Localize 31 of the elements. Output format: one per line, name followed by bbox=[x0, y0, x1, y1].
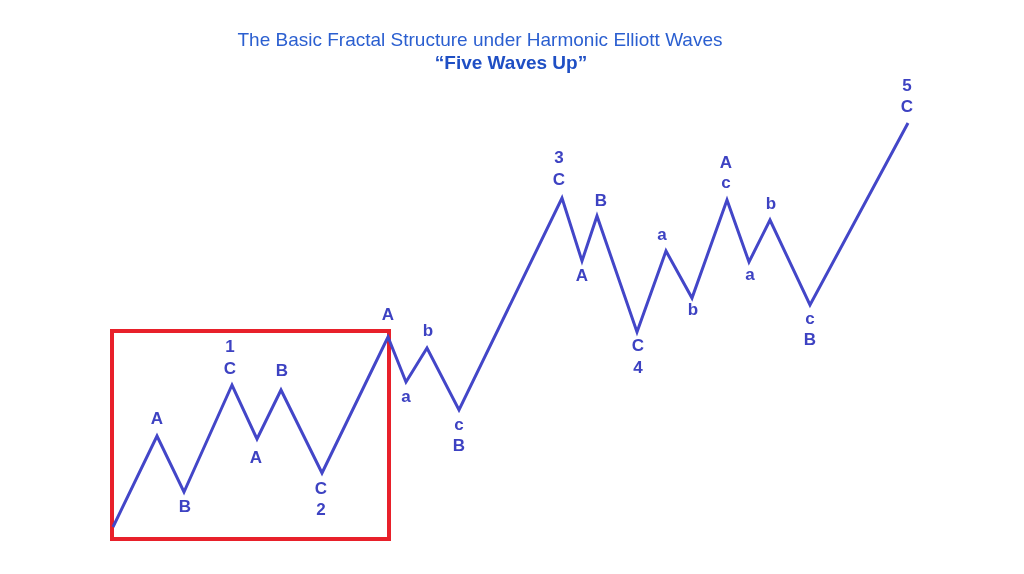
wave-label: B bbox=[452, 437, 466, 455]
wave-label: 2 bbox=[316, 501, 326, 519]
wave-label: A bbox=[381, 306, 395, 324]
wave-label: A bbox=[150, 410, 164, 428]
wave-label: B bbox=[178, 498, 192, 516]
wave-label: A bbox=[575, 267, 589, 285]
wave-label: B bbox=[803, 331, 817, 349]
wave-label: A bbox=[249, 449, 263, 467]
wave-label: c bbox=[805, 310, 815, 328]
wave-label: A bbox=[719, 154, 733, 172]
wave-label: a bbox=[745, 266, 755, 284]
wave-label: b bbox=[687, 301, 699, 319]
subtitle: “Five Waves Up” bbox=[434, 52, 588, 74]
wave-label: C bbox=[223, 360, 237, 378]
wave-label: 4 bbox=[633, 359, 643, 377]
wave-label: B bbox=[594, 192, 608, 210]
wave-label: 3 bbox=[554, 149, 564, 167]
wave-label: 5 bbox=[902, 77, 912, 95]
wave-label: a bbox=[657, 226, 667, 244]
wave-label: c bbox=[454, 416, 464, 434]
wave-label: B bbox=[275, 362, 289, 380]
wave-label: C bbox=[314, 480, 328, 498]
diagram-title: The Basic Fractal Structure under Harmonic Elliott Waves bbox=[237, 29, 723, 51]
wave-label: c bbox=[721, 174, 731, 192]
wave-label: b bbox=[765, 195, 777, 213]
wave-label: b bbox=[422, 322, 434, 340]
wave-label: 1 bbox=[225, 338, 235, 356]
wave-label: C bbox=[900, 98, 914, 116]
wave-label: a bbox=[401, 388, 411, 406]
wave-label: C bbox=[552, 171, 566, 189]
wave-label: C bbox=[631, 337, 645, 355]
